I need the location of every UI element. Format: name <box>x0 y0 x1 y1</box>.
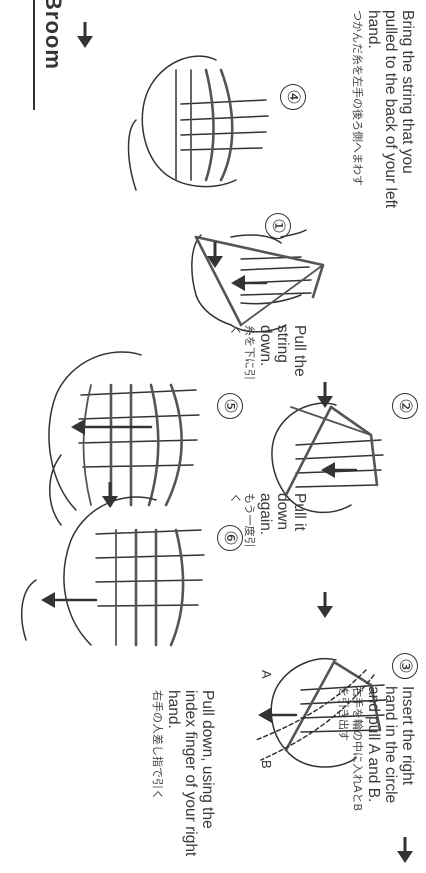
step-3-caption-en: Insert the right hand in the circle and … <box>365 686 416 821</box>
step-1-caption-en: Pull the string down. <box>257 325 308 385</box>
step-6-number: ⑥ <box>217 525 243 551</box>
step-6-caption-en: Pull down, using the index finger of you… <box>165 690 216 865</box>
step-4-number: ④ <box>280 84 306 110</box>
step-4-caption-en: Bring the string that you pulled to the … <box>365 10 416 210</box>
step-4-hand-illustration <box>126 40 276 210</box>
step-3-label-a: A <box>259 670 274 679</box>
title-divider <box>33 0 35 110</box>
step-3-caption: Insert the right hand in the circle and … <box>336 686 416 821</box>
down-arrow-icon <box>394 835 416 865</box>
step-1-caption-ja: 糸を下に引く <box>228 325 256 385</box>
step-4-caption: Bring the string that you pulled to the … <box>350 10 416 210</box>
step-2-number: ② <box>392 393 418 419</box>
down-arrow-icon <box>314 380 336 410</box>
step-6-caption: Pull down, using the index finger of you… <box>150 690 216 865</box>
down-arrow-icon <box>314 590 336 620</box>
down-arrow-icon <box>74 20 96 50</box>
step-5-number: ⑤ <box>217 393 243 419</box>
step-6-caption-ja: 右手の人差し指で引く <box>150 690 164 865</box>
down-arrow-icon <box>204 240 226 270</box>
step-4-caption-ja: つかんだ糸を左手の後ろ側へまわす <box>350 10 364 210</box>
step-1-caption: Pull the string down. 糸を下に引く <box>228 325 308 385</box>
step-2-caption-en: Pull it down again. <box>257 493 308 553</box>
step-3-label-b: B <box>259 760 274 769</box>
step-3-caption-ja: 右手を輪の中に入れAとBを引き出す <box>336 686 364 821</box>
down-arrow-icon <box>99 480 121 510</box>
page-title: Broom <box>40 0 66 70</box>
